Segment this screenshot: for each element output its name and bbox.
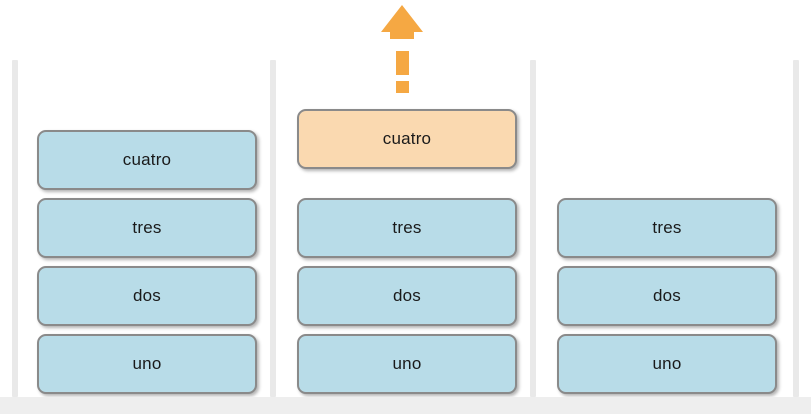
arrow-head-base: [390, 32, 414, 39]
stack-column-1: cuatro tres dos uno: [37, 130, 257, 397]
stack-column-2: cuatro tres dos uno: [297, 109, 517, 397]
arrow-head: [381, 5, 423, 32]
stack-item-label: tres: [392, 218, 422, 237]
column-separator-3: [530, 60, 536, 397]
stack-item-dos[interactable]: dos: [557, 266, 777, 326]
stack-item-tres[interactable]: tres: [297, 198, 517, 258]
stack-item-label: cuatro: [382, 129, 432, 148]
stack-item-uno[interactable]: uno: [557, 334, 777, 394]
stack-item-cuatro-highlighted[interactable]: cuatro: [297, 109, 517, 169]
stack-item-uno[interactable]: uno: [297, 334, 517, 394]
stack-item-label: tres: [132, 218, 162, 237]
stack-column-3: tres dos uno: [557, 198, 777, 397]
stack-item-label: uno: [392, 354, 422, 373]
stack-item-tres[interactable]: tres: [557, 198, 777, 258]
stack-item-label: dos: [652, 286, 681, 305]
stack-item-label: dos: [132, 286, 161, 305]
stack-item-dos[interactable]: dos: [37, 266, 257, 326]
stack-item-cuatro[interactable]: cuatro: [37, 130, 257, 190]
arrow-dash-2: [396, 81, 409, 93]
footer-bar: [0, 397, 811, 414]
arrow-dash-1: [396, 51, 409, 75]
column-separator-2: [270, 60, 276, 397]
stack-item-tres[interactable]: tres: [37, 198, 257, 258]
stack-item-label: tres: [652, 218, 682, 237]
stack-item-label: uno: [132, 354, 162, 373]
column-separator-1: [12, 60, 18, 397]
stack-item-dos[interactable]: dos: [297, 266, 517, 326]
stack-item-label: dos: [392, 286, 421, 305]
stack-item-label: cuatro: [122, 150, 172, 169]
stack-item-label: uno: [652, 354, 682, 373]
up-arrow-icon: [381, 5, 423, 95]
stack-item-uno[interactable]: uno: [37, 334, 257, 394]
column-separator-4: [793, 60, 799, 397]
